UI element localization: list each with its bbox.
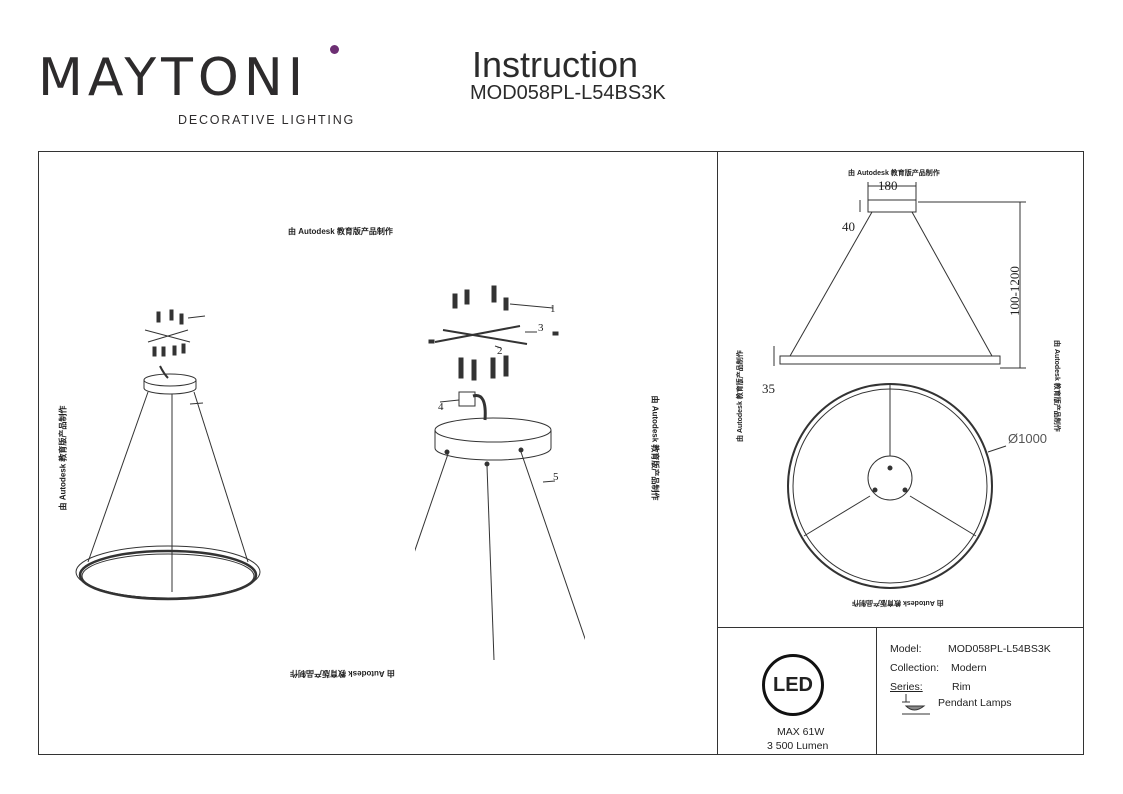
- dim-diameter: Ø1000: [1008, 431, 1048, 446]
- logo-accent-dot: [330, 45, 339, 54]
- header-model: MOD058PL-L54BS3K: [470, 82, 666, 104]
- led-power: MAX 61W: [777, 726, 825, 738]
- frame-divider-horizontal: [717, 627, 1084, 628]
- assembly-label-3: 3: [538, 322, 544, 334]
- frame-divider-vertical: [717, 151, 718, 755]
- assembly-label-4: 4: [438, 401, 444, 413]
- watermark-bottom: 由 Autodesk 教育版产品制作: [290, 669, 395, 678]
- watermark-dim-top: 由 Autodesk 教育版产品制作: [848, 170, 940, 177]
- dimension-drawing: [773, 182, 1026, 589]
- dim-canopy-height: 40: [842, 219, 855, 234]
- lamp-exploded-drawing: [415, 285, 585, 661]
- spec-type-value: Pendant Lamps: [938, 697, 1012, 709]
- watermark-right: 由 Autodesk 教育版产品制作: [650, 395, 660, 501]
- drawing-frame: [38, 151, 1084, 755]
- spec-model-label: Model:: [890, 643, 922, 655]
- dim-canopy-width: 180: [878, 178, 898, 193]
- brand-subtitle: DECORATIVE LIGHTING: [178, 113, 356, 127]
- page-title: Instruction: [472, 44, 639, 85]
- spec-series-label: Series:: [890, 681, 923, 693]
- dim-ring-height: 35: [762, 381, 775, 396]
- brand-logo: MAYTONI: [38, 48, 309, 108]
- assembly-label-1: 1: [550, 303, 556, 315]
- assembly-label-5: 5: [553, 471, 559, 483]
- dim-suspension: 100-1200: [1007, 266, 1022, 316]
- table-divider: [876, 627, 877, 755]
- watermark-top: 由 Autodesk 教育版产品制作: [288, 227, 393, 236]
- lamp-perspective-drawing: [75, 309, 261, 601]
- led-badge-icon: LED: [762, 654, 824, 716]
- led-lumen: 3 500 Lumen: [767, 740, 829, 752]
- spec-model-value: MOD058PL-L54BS3K: [948, 643, 1051, 655]
- spec-series-value: Rim: [952, 681, 971, 693]
- assembly-label-2: 2: [497, 345, 503, 357]
- spec-collection-label: Collection:: [890, 662, 940, 674]
- led-badge-label: LED: [773, 673, 813, 696]
- pendant-lamp-icon: [902, 694, 930, 715]
- spec-collection-value: Modern: [951, 662, 987, 674]
